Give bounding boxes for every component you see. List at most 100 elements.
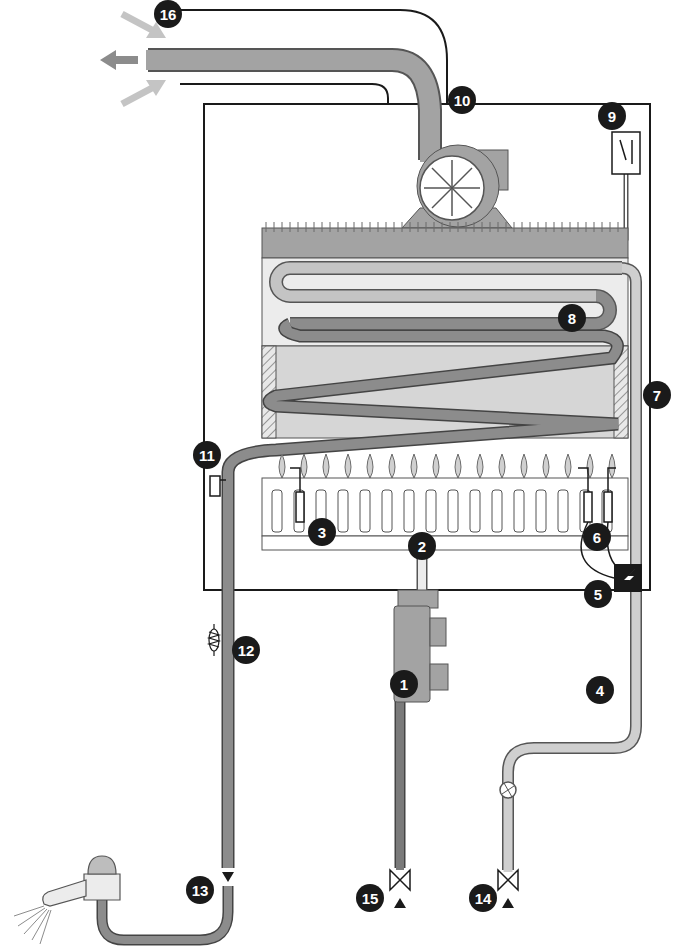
- tap: [14, 856, 120, 944]
- flue-hood-part-part: [466, 222, 467, 232]
- flue-hood-part-part: [538, 222, 539, 232]
- burner-part-part: [499, 454, 505, 478]
- flue-hood-part-part: [386, 222, 387, 232]
- flue-hood-part-part: [578, 222, 579, 232]
- burner-part-part: [411, 454, 417, 478]
- burner: [262, 454, 628, 550]
- electrodes-part: [608, 468, 616, 492]
- electrodes: [290, 468, 616, 522]
- flow-sensor-part: [502, 783, 514, 797]
- callout-number: 12: [232, 636, 260, 664]
- flue-pipe: [146, 10, 447, 162]
- gas-valve-part: [430, 618, 446, 646]
- heat-exchanger-coil: [228, 268, 622, 868]
- flue-hood-part-part: [362, 222, 363, 232]
- pressure-switch-part: [612, 132, 640, 174]
- flue-hood-part-part: [354, 222, 355, 232]
- fan-part: [417, 145, 499, 227]
- flue-hood-part-part: [322, 222, 323, 232]
- flue-hood-part-part: [314, 222, 315, 232]
- tap-part: [84, 874, 120, 900]
- flue-hood-part-part: [410, 222, 411, 232]
- flue-hood-part-part: [378, 222, 379, 232]
- gas-valve-part: [430, 664, 448, 690]
- burner-part-part: [360, 490, 370, 532]
- burner-part-part: [382, 490, 392, 532]
- pressure-switch: [512, 132, 640, 238]
- overheat-thermostat-part: [220, 479, 226, 481]
- burner-part-part: [338, 490, 348, 532]
- flow-arrows-part: [100, 50, 138, 70]
- fan-part-part: [432, 188, 452, 208]
- burner-part-part: [565, 454, 571, 478]
- fan-part: [424, 160, 480, 216]
- burner-part-part: [279, 454, 285, 478]
- burner-part-part: [558, 490, 568, 532]
- burner-part-part: [426, 490, 436, 532]
- burner-part-part: [514, 490, 524, 532]
- fan-part-part: [452, 187, 480, 189]
- hot-water-outlet: [102, 872, 234, 940]
- burner-part-part: [433, 454, 439, 478]
- flue-hood-part-part: [346, 222, 347, 232]
- electrodes-part: [296, 492, 304, 522]
- temperature-sensor-part: [209, 632, 219, 647]
- callout-number: 9: [598, 102, 626, 130]
- flue-pipe-part: [146, 60, 430, 162]
- flue-hood-part-part: [338, 222, 339, 232]
- spark-generator-part: [620, 568, 636, 590]
- temperature-sensor: [209, 624, 219, 656]
- flue-hood-part-part: [330, 222, 331, 232]
- flue-hood-part-part: [546, 222, 547, 232]
- callout-number: 15: [356, 884, 384, 912]
- burner-part-part: [389, 454, 395, 478]
- flue-hood-part-part: [402, 222, 403, 232]
- callout-number: 2: [408, 532, 436, 560]
- burner-part-part: [492, 490, 502, 532]
- burner-part-part: [470, 490, 480, 532]
- flow-sensor: [500, 782, 516, 798]
- flue-hood-part-part: [290, 222, 291, 232]
- burner-part-part: [521, 454, 527, 478]
- flue-hood: [262, 222, 628, 258]
- burner-part-part: [345, 454, 351, 478]
- flue-hood-part-part: [594, 222, 595, 232]
- callout-number: 13: [186, 876, 214, 904]
- electrodes-part: [290, 468, 300, 492]
- flow-arrows-part: [122, 14, 152, 30]
- tap-part: [14, 906, 51, 944]
- tap-part: [43, 880, 86, 906]
- shutoff-valves-part: [390, 870, 410, 890]
- fan-part-part: [451, 160, 453, 188]
- temperature-sensor-part: [213, 651, 214, 656]
- flue-hood-part-part: [474, 222, 475, 232]
- overheat-thermostat: [210, 476, 226, 496]
- heat-exchanger-coil-part: [228, 324, 618, 868]
- flue-hood-part-part: [450, 222, 451, 232]
- flue-hood-part-part: [426, 222, 427, 232]
- burner-part-part: [294, 490, 304, 532]
- gas-valve-part: [396, 700, 404, 870]
- shutoff-valves-part: [498, 870, 518, 890]
- flue-hood-part-part: [274, 222, 275, 232]
- heat-exchanger-coil-part: [276, 268, 622, 296]
- flue-hood-part-part: [490, 222, 491, 232]
- heat-exchanger-coil-part: [228, 324, 618, 868]
- pressure-switch-part: [631, 140, 633, 164]
- callout-number: 11: [193, 441, 221, 469]
- flue-hood-part-part: [306, 222, 307, 232]
- fan-part-part: [432, 168, 452, 188]
- shutoff-valves-part: [502, 898, 514, 908]
- shutoff-valves: [390, 870, 518, 908]
- burner-part-part: [448, 490, 458, 532]
- tap-part-part: [40, 910, 51, 944]
- flue-hood-part-part: [514, 222, 515, 232]
- burner-part-part: [301, 454, 307, 478]
- flue-hood-part-part: [418, 222, 419, 232]
- flue-hood-part-part: [370, 222, 371, 232]
- burner-part: [279, 454, 615, 478]
- burner-part-part: [404, 490, 414, 532]
- burner-part-part: [272, 490, 282, 532]
- flow-arrows-part: [122, 88, 152, 104]
